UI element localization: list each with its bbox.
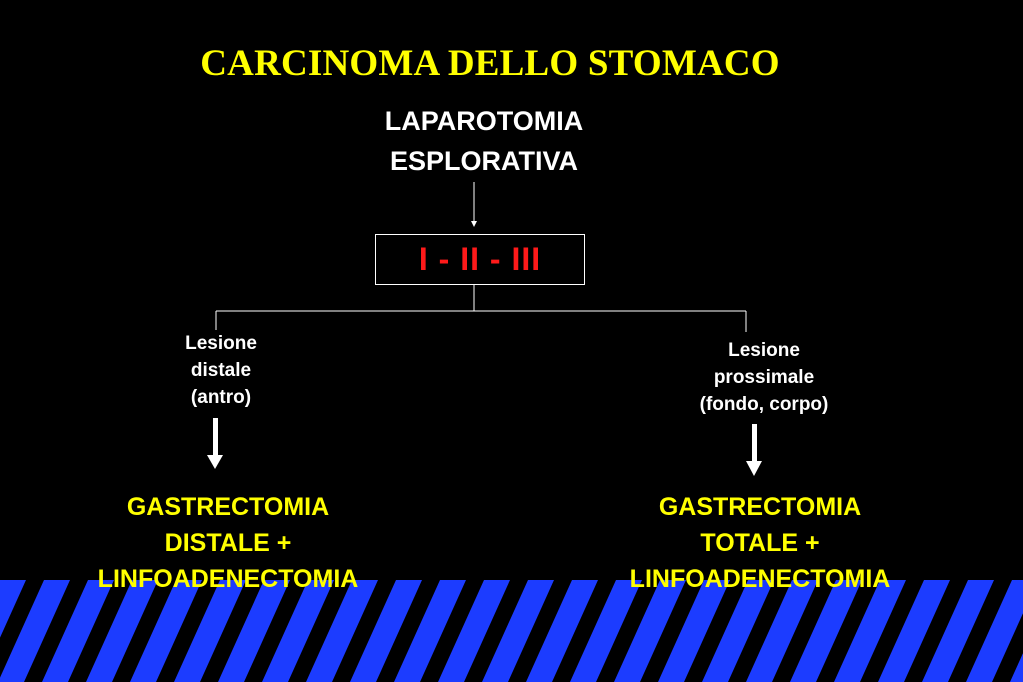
footer-stripe xyxy=(922,580,994,682)
laparotomy-node-line2: ESPLORATIVA xyxy=(389,146,578,176)
outcome-total-line2: TOTALE + xyxy=(700,529,820,557)
footer-stripe xyxy=(482,580,554,682)
lesion-proximal-line3: (fondo, corpo) xyxy=(699,394,829,415)
footer-stripe xyxy=(438,580,510,682)
footer-stripe xyxy=(174,580,246,682)
footer-stripe xyxy=(0,580,70,682)
left-down-arrow xyxy=(207,418,223,469)
lesion-distal-line2: distale xyxy=(190,360,252,381)
footer-stripe xyxy=(746,580,818,682)
outcome-distal-line3: LINFOADENECTOMIA xyxy=(97,565,359,593)
footer-stripe xyxy=(614,580,686,682)
footer-stripe xyxy=(218,580,290,682)
lesion-proximal-line2: prossimale xyxy=(713,367,815,388)
right-down-arrow xyxy=(746,424,762,476)
footer-stripe xyxy=(262,580,334,682)
footer-stripe xyxy=(790,580,862,682)
stage-label: I - II - III xyxy=(418,241,542,277)
footer-stripe xyxy=(86,580,158,682)
footer-stripe xyxy=(570,580,642,682)
footer-stripe xyxy=(394,580,466,682)
outcome-distal-line1: GASTRECTOMIA xyxy=(126,493,330,521)
footer-stripe xyxy=(42,580,114,682)
footer-stripe xyxy=(658,580,730,682)
slide-title: CARCINOMA DELLO STOMACO xyxy=(200,43,780,84)
footer-stripe xyxy=(966,580,1023,682)
footer-stripe xyxy=(702,580,774,682)
outcome-distal-gastrectomy: GASTRECTOMIA DISTALE + LINFOADENECTOMIA xyxy=(48,489,408,597)
stage-box: I - II - III xyxy=(375,234,585,285)
lesion-distal-line3: (antro) xyxy=(190,387,252,408)
outcome-total-gastrectomy: GASTRECTOMIA TOTALE + LINFOADENECTOMIA xyxy=(580,489,940,597)
lesion-proximal-node: Lesione prossimale (fondo, corpo) xyxy=(654,337,874,418)
footer-stripe xyxy=(526,580,598,682)
footer-stripe xyxy=(130,580,202,682)
outcome-total-line1: GASTRECTOMIA xyxy=(658,493,862,521)
footer-stripe xyxy=(350,580,422,682)
lesion-proximal-line1: Lesione xyxy=(728,340,800,361)
laparotomy-node: LAPAROTOMIA ESPLORATIVA xyxy=(334,101,634,181)
lesion-distal-line1: Lesione xyxy=(185,333,257,354)
footer-stripe xyxy=(834,580,906,682)
striped-footer-band xyxy=(0,580,1023,682)
outcome-distal-line2: DISTALE + xyxy=(164,529,292,557)
laparotomy-node-line1: LAPAROTOMIA xyxy=(384,106,584,136)
outcome-total-line3: LINFOADENECTOMIA xyxy=(629,565,891,593)
lesion-distal-node: Lesione distale (antro) xyxy=(141,330,301,411)
footer-stripe xyxy=(306,580,378,682)
footer-stripe xyxy=(878,580,950,682)
